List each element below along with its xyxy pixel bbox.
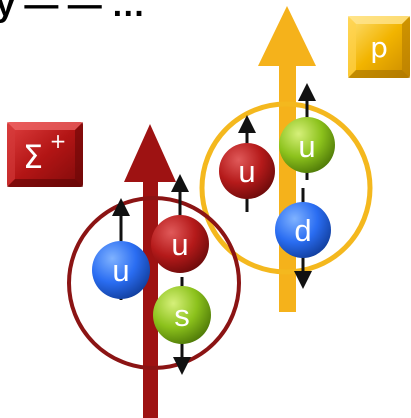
svg-text:u: u (171, 227, 188, 262)
sigma-symbol: Σ (23, 138, 43, 176)
proton-symbol: p (370, 31, 388, 64)
partial-title: y — — … (0, 0, 145, 24)
svg-text:u: u (298, 129, 315, 164)
sigma-plus-badge: Σ + (7, 122, 83, 187)
svg-text:d: d (294, 213, 311, 248)
proton-quark-u-red: u (219, 124, 275, 212)
svg-text:u: u (238, 154, 255, 189)
sigma-charge-superscript: + (50, 129, 67, 153)
proton-badge: p (348, 16, 410, 78)
sigma-quark-u-blue: u (92, 207, 150, 300)
svg-text:u: u (112, 253, 129, 288)
svg-text:s: s (174, 298, 190, 333)
